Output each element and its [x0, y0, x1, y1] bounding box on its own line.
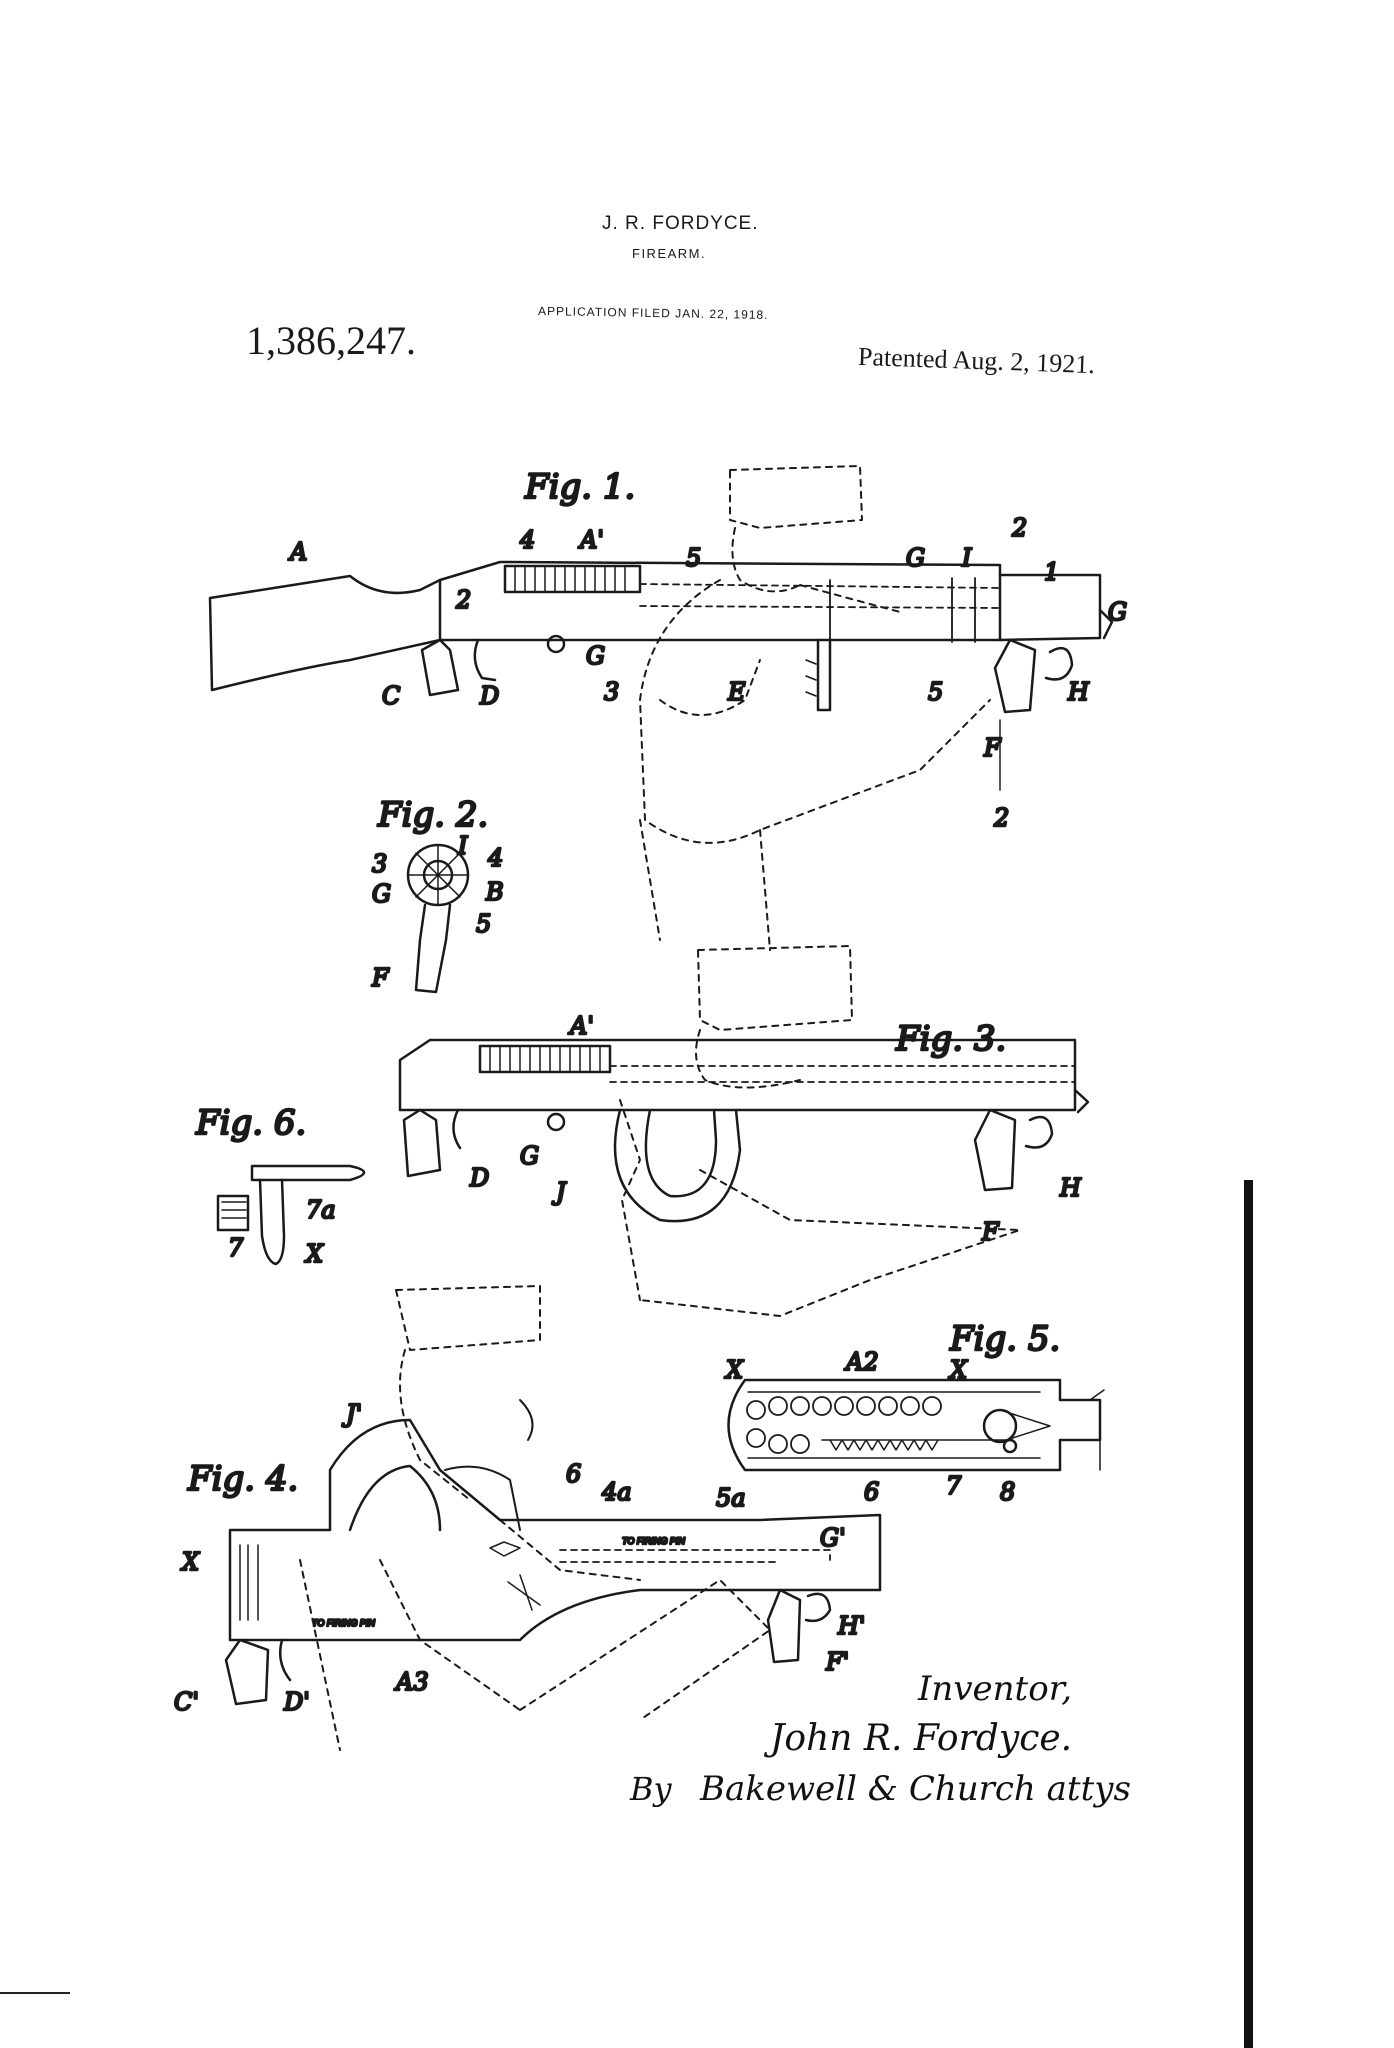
- fig1-ref-5: 5: [686, 544, 701, 572]
- fig1-ref-A: A: [288, 538, 307, 566]
- fig4-ref-A3: A3: [394, 1668, 429, 1696]
- patent-number: 1,386,247.: [246, 318, 416, 363]
- fig5-ref-X-right: X: [948, 1356, 968, 1384]
- fig1-ref-4: 4: [519, 526, 535, 554]
- fig1-ref-5-lower: 5: [928, 678, 943, 706]
- fig6-ref-X: X: [304, 1240, 324, 1268]
- fig3-ref-F: F: [981, 1218, 1000, 1246]
- fig2-ref-G: G: [372, 880, 391, 908]
- fig1-ref-1: 1: [1044, 558, 1059, 586]
- fig1-ref-E: E: [727, 678, 746, 706]
- fig4-ref-6: 6: [566, 1460, 581, 1488]
- figure-3: Fig. 3. A' D G J H F: [398, 945, 1090, 1317]
- fig4-ref-J1: J': [341, 1400, 362, 1428]
- fig1-ref-G: G: [906, 544, 925, 572]
- figure-6: Fig. 6. 7a 7 X: [194, 1102, 366, 1269]
- fig3-ref-A1: A': [568, 1012, 594, 1040]
- fig6-ref-7: 7: [228, 1234, 244, 1262]
- signature-by: By: [629, 1770, 673, 1808]
- inventor-name: J. R. FORDYCE.: [602, 213, 759, 234]
- fig1-ref-D: D: [479, 682, 499, 710]
- fig4-ref-F1: F': [825, 1648, 849, 1676]
- figure-5: Fig. 5. X A2 X 7 8: [723, 1318, 1105, 1507]
- fig1-ref-F: F: [983, 734, 1002, 762]
- fig4-ref-H1: H': [837, 1612, 866, 1640]
- fig2-ref-I: I: [457, 832, 468, 860]
- fig2-ref-5: 5: [476, 910, 491, 938]
- fig3-ref-J: J: [551, 1178, 567, 1206]
- scan-edge-line: [0, 1992, 70, 1994]
- fig4-firing-pin-label: TO FIRING PIN: [622, 1536, 685, 1546]
- scan-edge-bar: [1244, 1180, 1253, 2048]
- attorneys-signature: Bakewell & Church attys: [699, 1769, 1131, 1809]
- fig2-ref-B: B: [485, 878, 504, 906]
- fig6-ref-7a: 7a: [306, 1196, 336, 1224]
- fig4-ref-5a: 5a: [716, 1484, 746, 1512]
- fig5-ref-7: 7: [946, 1472, 962, 1500]
- fig4-label: Fig. 4.: [187, 1459, 298, 1499]
- fig4-ref-C1: C': [174, 1688, 199, 1716]
- inventor-label: Inventor,: [917, 1669, 1072, 1709]
- fig5-ref-A2: A2: [844, 1348, 879, 1376]
- figure-4: Fig. 4. J' 6 4a 5a 6 G' X C' D' A3 H' F'…: [173, 1285, 882, 1751]
- fig4-ref-G1: G': [820, 1524, 846, 1552]
- fig1-label: Fig. 1.: [524, 467, 635, 507]
- figure-1: Fig. 1. A 4 A' 5 G I 2 1 G C D 2 G 3 E 5…: [208, 465, 1128, 951]
- fig4-ref-D1: D': [283, 1688, 310, 1716]
- fig2-ref-F: F: [371, 964, 390, 992]
- fig1-ref-2-left: 2: [455, 586, 471, 614]
- fig1-ref-I: I: [961, 544, 972, 572]
- fig1-ref-C: C: [382, 682, 400, 710]
- inventor-signature: John R. Fordyce.: [763, 1718, 1072, 1759]
- fig3-ref-H: H: [1059, 1174, 1082, 1202]
- fig4-ref-X: X: [180, 1548, 200, 1576]
- fig5-ref-X-left: X: [724, 1356, 744, 1384]
- fig1-ref-2-bottom: 2: [993, 804, 1009, 832]
- fig4-ref-6-right: 6: [864, 1478, 879, 1506]
- fig4-ref-4a: 4a: [601, 1478, 632, 1506]
- fig5-ref-8: 8: [1000, 1478, 1015, 1506]
- fig5-label: Fig. 5.: [949, 1319, 1060, 1359]
- fig1-ref-2-top: 2: [1011, 514, 1027, 542]
- fig2-ref-3: 3: [372, 850, 387, 878]
- fig3-label: Fig. 3.: [895, 1019, 1006, 1059]
- fig3-ref-G: G: [520, 1142, 539, 1170]
- fig1-ref-H: H: [1067, 678, 1090, 706]
- fig2-ref-4: 4: [487, 844, 503, 872]
- fig4-firing-pin-label-lower: TO FIRING PIN: [312, 1618, 375, 1628]
- fig3-ref-D: D: [469, 1164, 489, 1192]
- fig6-label: Fig. 6.: [195, 1103, 306, 1143]
- figure-2: Fig. 2. 3 I 4 G B 5 F: [370, 794, 505, 994]
- fig2-label: Fig. 2.: [377, 795, 488, 835]
- invention-title: FIREARM.: [632, 246, 707, 261]
- fig1-ref-A1: A': [578, 526, 604, 554]
- fig1-ref-3: 3: [604, 678, 619, 706]
- fig1-ref-G-right: G: [1108, 598, 1127, 626]
- signature-block: Inventor, John R. Fordyce. By Bakewell &…: [629, 1669, 1131, 1809]
- fig1-ref-G-mid: G: [586, 642, 605, 670]
